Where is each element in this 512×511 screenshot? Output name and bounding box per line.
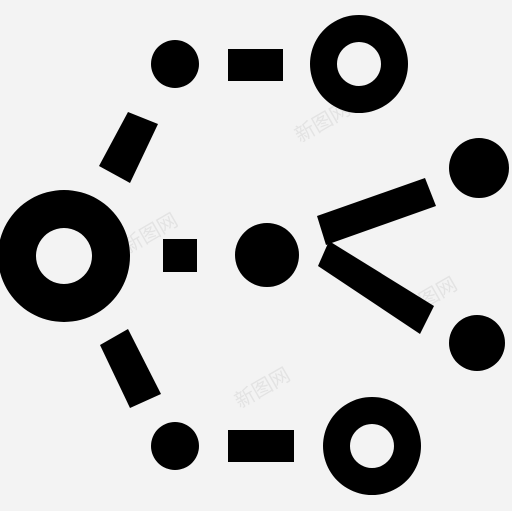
connector-dash: [318, 241, 434, 334]
connector-dash: [100, 329, 161, 408]
connector-dash: [163, 239, 197, 272]
bottom-right-ring-node: [323, 397, 422, 495]
top-right-ring-node: [310, 15, 409, 114]
hub-ring-node: [0, 190, 130, 322]
top-node: [151, 40, 199, 88]
connector-dash: [99, 112, 158, 183]
watermark-text: 新图网: [230, 362, 294, 413]
center-node: [235, 223, 299, 287]
right-upper-node: [449, 138, 509, 198]
connector-dash: [228, 430, 294, 462]
bottom-node: [151, 422, 199, 470]
connector-dash: [228, 49, 283, 81]
right-lower-node: [449, 315, 505, 371]
connector-dash: [317, 178, 436, 245]
